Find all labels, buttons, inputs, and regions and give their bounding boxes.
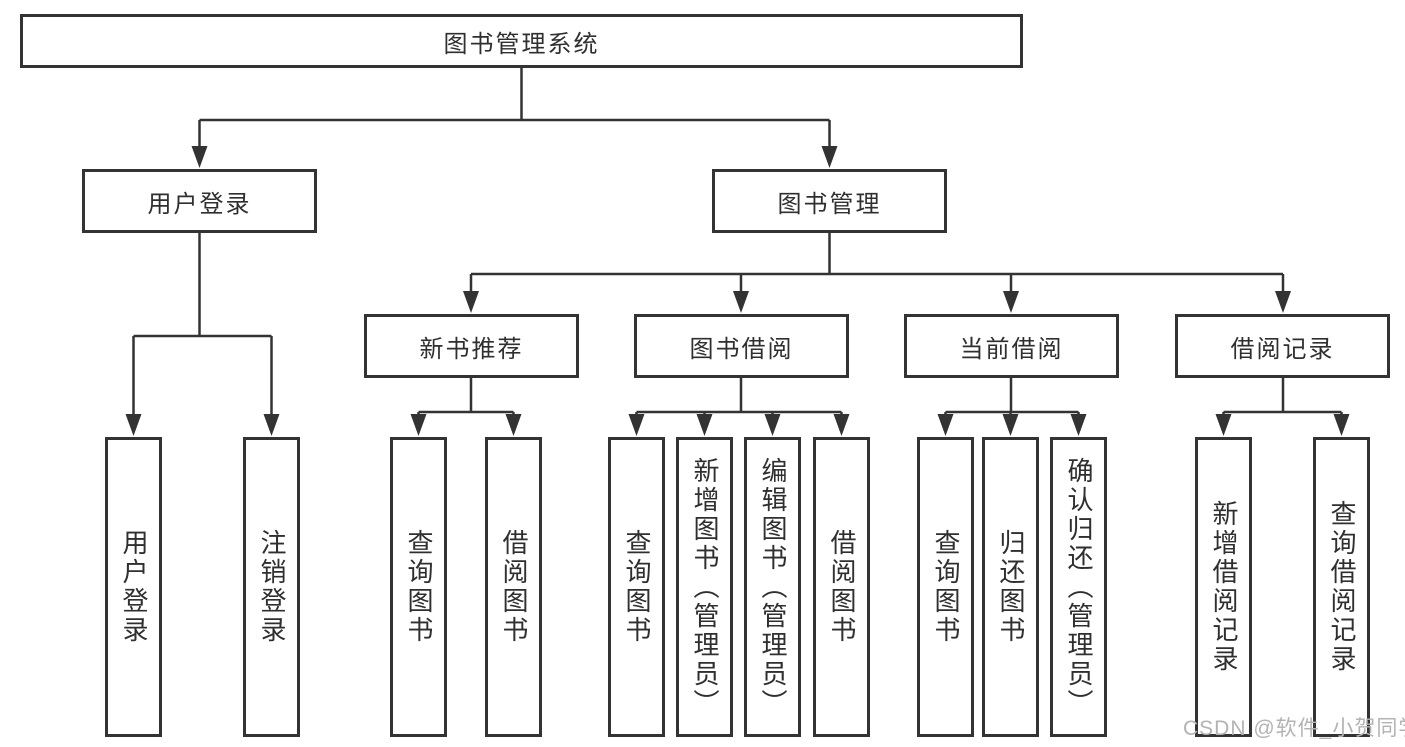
node-label: 当前借阅 xyxy=(959,335,1064,363)
node-label: 新书推荐 xyxy=(419,335,524,363)
node-label: 查询图书 xyxy=(404,529,434,645)
node-label: 查询图书 xyxy=(931,529,961,645)
node-query-borrow-record: 查询借阅记录 xyxy=(1313,437,1370,737)
arrowhead-icon xyxy=(833,414,850,436)
node-borrow-books: 借阅图书 xyxy=(813,437,870,737)
node-label: 借阅图书 xyxy=(499,529,529,645)
arrowhead-icon xyxy=(505,414,522,436)
node-user-login-action: 用户登录 xyxy=(105,437,162,737)
node-borrow-books-recommend: 借阅图书 xyxy=(485,437,542,737)
node-confirm-return-admin: 确认归还（管理员） xyxy=(1050,437,1107,737)
arrowhead-icon xyxy=(1333,414,1350,436)
node-book-borrowing: 图书借阅 xyxy=(634,314,849,378)
node-edit-books-admin: 编辑图书（管理员） xyxy=(744,437,801,737)
node-label: 查询借阅记录 xyxy=(1327,500,1357,674)
arrowhead-icon xyxy=(1003,291,1019,313)
arrowhead-icon xyxy=(764,414,781,436)
node-label: 确认归还（管理员） xyxy=(1064,456,1094,718)
node-add-borrow-record: 新增借阅记录 xyxy=(1195,437,1252,737)
arrowhead-icon xyxy=(1215,414,1232,436)
node-label: 归还图书 xyxy=(996,529,1026,645)
node-label: 新增借阅记录 xyxy=(1209,500,1239,674)
node-label: 借阅图书 xyxy=(827,529,857,645)
node-query-books-recommend: 查询图书 xyxy=(390,437,447,737)
node-logout-action: 注销登录 xyxy=(243,437,300,737)
node-return-books: 归还图书 xyxy=(982,437,1039,737)
node-label: 借阅记录 xyxy=(1230,335,1335,363)
arrowhead-icon xyxy=(1070,414,1087,436)
node-new-book-recommend: 新书推荐 xyxy=(364,314,579,378)
node-label: 注销登录 xyxy=(257,529,287,645)
node-user-login: 用户登录 xyxy=(82,169,317,233)
node-label: 图书管理 xyxy=(777,190,882,218)
node-label: 新增图书（管理员） xyxy=(690,456,720,718)
arrowhead-icon xyxy=(1275,291,1291,313)
node-label: 用户登录 xyxy=(119,529,149,645)
node-label: 图书借阅 xyxy=(689,335,794,363)
arrowhead-icon xyxy=(125,414,142,436)
arrowhead-icon xyxy=(733,291,749,313)
arrowhead-icon xyxy=(1002,414,1019,436)
csdn-watermark: CSDN @软件_小贺同学 xyxy=(1183,717,1405,740)
node-library-system: 图书管理系统 xyxy=(20,14,1023,68)
arrowhead-icon xyxy=(191,146,208,168)
arrowhead-icon xyxy=(463,291,479,313)
node-current-borrowing: 当前借阅 xyxy=(904,314,1119,378)
node-label: 图书管理系统 xyxy=(443,30,600,58)
arrowhead-icon xyxy=(821,146,838,168)
node-query-books-borrowing: 查询图书 xyxy=(608,437,665,737)
node-add-books-admin: 新增图书（管理员） xyxy=(676,437,733,737)
arrowhead-icon xyxy=(410,414,427,436)
node-query-books-current: 查询图书 xyxy=(917,437,974,737)
arrowhead-icon xyxy=(628,414,645,436)
arrowhead-icon xyxy=(696,414,713,436)
node-borrowing-records: 借阅记录 xyxy=(1175,314,1390,378)
node-label: 查询图书 xyxy=(622,529,652,645)
arrowhead-icon xyxy=(937,414,954,436)
arrowhead-icon xyxy=(263,414,280,436)
node-book-management: 图书管理 xyxy=(712,169,947,233)
node-label: 编辑图书（管理员） xyxy=(758,456,788,718)
node-label: 用户登录 xyxy=(147,190,252,218)
